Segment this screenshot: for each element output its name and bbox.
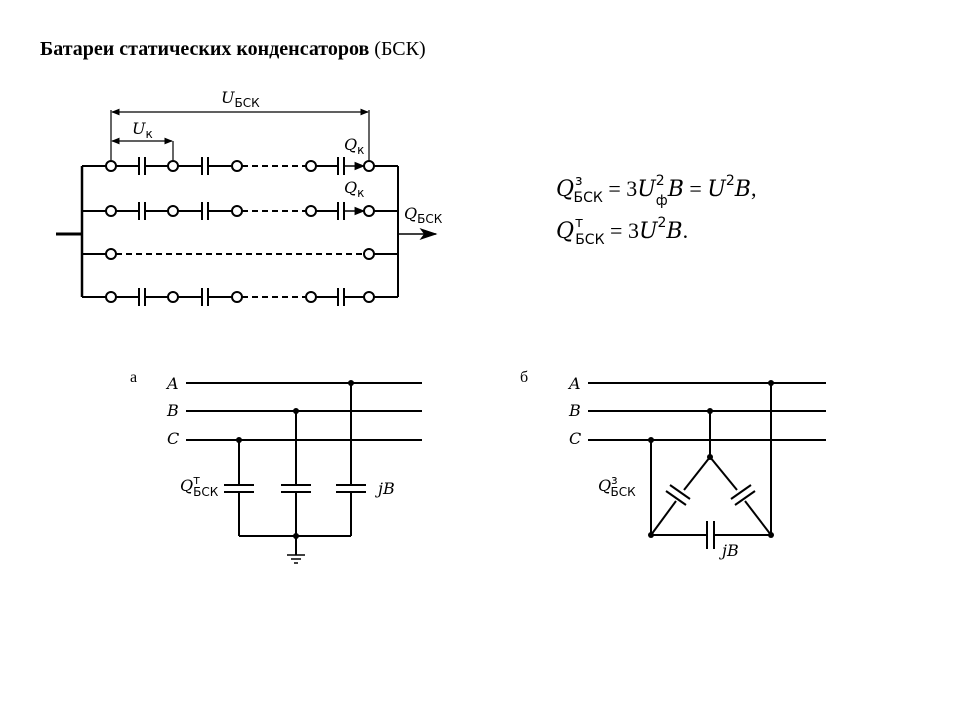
title-abbrev: (БСК) [374, 38, 426, 60]
u-bsk-label: UБСК [221, 88, 260, 110]
phase-a-label: A [567, 374, 581, 393]
q-k-label-1: Qк [344, 135, 364, 157]
bank-row-3 [82, 248, 398, 260]
jb-label-b: jB [719, 541, 739, 560]
capacitor-bank-diagram [56, 108, 438, 306]
bank-row-4 [82, 288, 398, 306]
diagram-b: б A B C [520, 369, 826, 560]
bank-row-1 [82, 157, 398, 175]
dimension-lines [110, 108, 370, 160]
q-bsk-label: QБСК [404, 204, 443, 226]
diagram-a-label: а [130, 369, 137, 386]
u-k-label: Uк [132, 119, 153, 141]
q-k-label-2: Qк [344, 178, 364, 200]
jb-label-a: jB [375, 479, 395, 498]
phase-b-label: B [568, 401, 581, 420]
ground-icon [287, 536, 305, 564]
diagram-a: а A B C [130, 369, 422, 564]
diagram-b-label: б [520, 369, 528, 386]
bank-row-2 [82, 202, 398, 220]
phase-a-label: A [165, 374, 179, 393]
phase-c-label: C [569, 429, 581, 448]
title-bold: Батареи статических конденсаторов [40, 38, 370, 60]
phase-c-label: C [167, 429, 179, 448]
page-title: Батареи статических конденсаторов (БСК) [40, 38, 426, 61]
phase-b-label: B [166, 401, 179, 420]
